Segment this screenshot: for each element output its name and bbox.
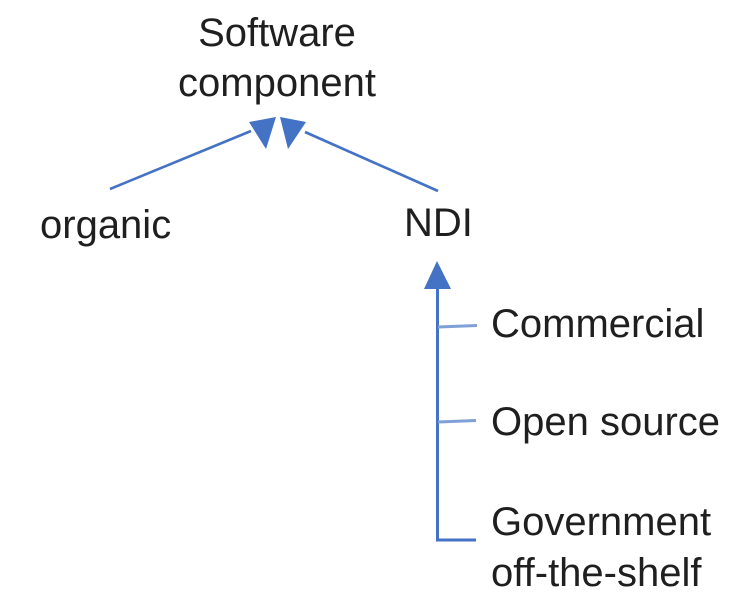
arrowhead-branch-to-ndi <box>424 261 451 289</box>
node-ndi: NDI <box>404 201 473 245</box>
node-organic: organic <box>40 203 172 247</box>
tick-open-source <box>437 419 477 424</box>
node-commercial: Commercial <box>491 302 705 346</box>
node-gots-line2: off-the-shelf <box>491 551 702 595</box>
node-software-component: Software component <box>132 8 422 108</box>
node-software-component-line1: Software <box>198 11 356 55</box>
node-open-source: Open source <box>491 400 721 444</box>
edge-ndi-to-root <box>304 130 439 193</box>
edge-organic-to-root <box>109 129 252 191</box>
node-government-off-the-shelf: Government off-the-shelf <box>491 497 711 599</box>
branch-trunk-and-elbow-gots <box>436 287 476 542</box>
tick-commercial <box>437 324 478 329</box>
node-software-component-line2: component <box>178 61 376 105</box>
node-gots-line1: Government <box>491 500 712 544</box>
arrowhead-ndi-to-root <box>280 117 306 149</box>
arrowhead-organic-to-root <box>249 117 276 149</box>
